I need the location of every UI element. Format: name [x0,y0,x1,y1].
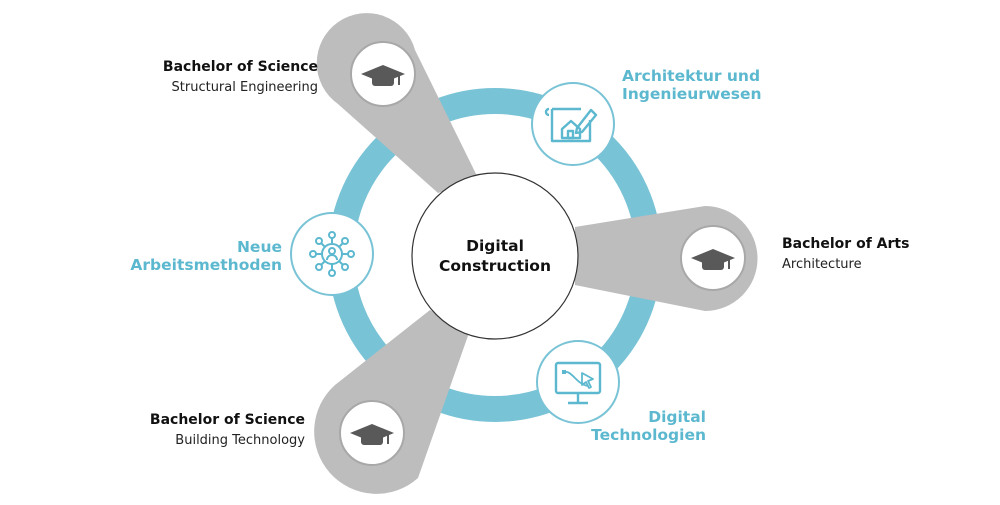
center-label: Digital Construction [413,236,577,276]
topic-line2: Arbeitsmethoden [130,256,282,274]
blueprint-house-icon [544,107,598,143]
degree-pin-architecture [575,206,758,312]
center-circle [411,172,579,340]
topic-label-architektur: Architektur und Ingenieurwesen [622,67,762,103]
monitor-vector-icon [554,361,602,405]
degree-subtitle: Structural Engineering [171,80,318,95]
degree-label-structural: Bachelor of Science Structural Engineeri… [163,59,318,95]
graduation-cap-icon [361,65,405,86]
degree-title: Bachelor of Science [149,412,305,428]
network-person-icon [309,231,355,277]
topic-line1: Digital [648,408,706,426]
graduation-cap-icon [350,424,394,445]
degree-label-building: Bachelor of Science Building Technology [150,412,305,448]
center-line2: Construction [439,257,551,275]
topic-line1: Architektur und [622,67,761,85]
topic-node-digital [536,340,620,424]
topic-line1: Neue [236,238,282,256]
topic-label-digital: Digital Technologien [591,408,706,444]
center-line1: Digital [466,237,524,255]
degree-label-architecture: Bachelor of Arts Architecture [782,236,909,272]
degree-title: Bachelor of Arts [782,236,910,252]
topic-label-arbeitsmethoden: Neue Arbeitsmethoden [130,238,282,274]
topic-line2: Ingenieurwesen [622,85,762,103]
graduation-cap-icon [691,249,735,270]
degree-subtitle: Architecture [782,257,862,272]
topic-line2: Technologien [591,426,706,444]
degree-title: Bachelor of Science [162,59,318,75]
degree-subtitle: Building Technology [175,433,305,448]
